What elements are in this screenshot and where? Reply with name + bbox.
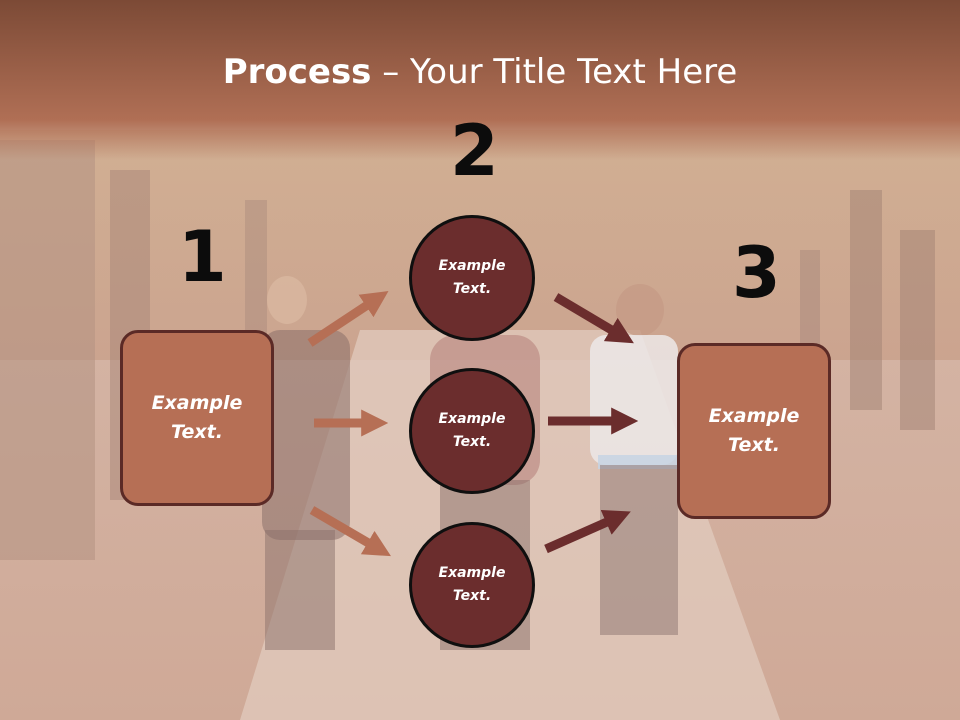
- step-2-circle-top: Example Text.: [409, 215, 535, 341]
- step-1-line1: Example: [151, 392, 243, 414]
- step-3-line2: Text.: [728, 434, 780, 456]
- step-3-line1: Example: [708, 405, 800, 427]
- arrow-top-to-right: [553, 293, 634, 344]
- title-rest: – Your Title Text Here: [371, 52, 738, 92]
- step-2-circle-bottom: Example Text.: [409, 522, 535, 648]
- arrow-left-to-top: [307, 291, 389, 347]
- arrow-bottom-to-right: [544, 510, 631, 554]
- circle-top-line2: Text.: [452, 281, 492, 297]
- step-3-box: Example Text.: [677, 343, 831, 519]
- arrow-left-to-bottom: [309, 506, 391, 557]
- step-number-3: 3: [732, 232, 781, 314]
- circle-bottom-line1: Example: [438, 565, 506, 581]
- step-2-circle-middle: Example Text.: [409, 368, 535, 494]
- step-3-text: Example Text.: [709, 402, 800, 460]
- circle-middle-line2: Text.: [452, 434, 492, 450]
- circle-middle-line1: Example: [438, 411, 506, 427]
- circle-bottom-line2: Text.: [452, 588, 492, 604]
- step-number-2: 2: [450, 110, 499, 192]
- circle-top-line1: Example: [438, 258, 506, 274]
- step-1-box: Example Text.: [120, 330, 274, 506]
- step-1-line2: Text.: [171, 421, 223, 443]
- slide-title: Process – Your Title Text Here: [0, 52, 960, 92]
- title-bold: Process: [222, 52, 372, 92]
- step-1-text: Example Text.: [152, 389, 243, 447]
- step-number-1: 1: [178, 216, 227, 298]
